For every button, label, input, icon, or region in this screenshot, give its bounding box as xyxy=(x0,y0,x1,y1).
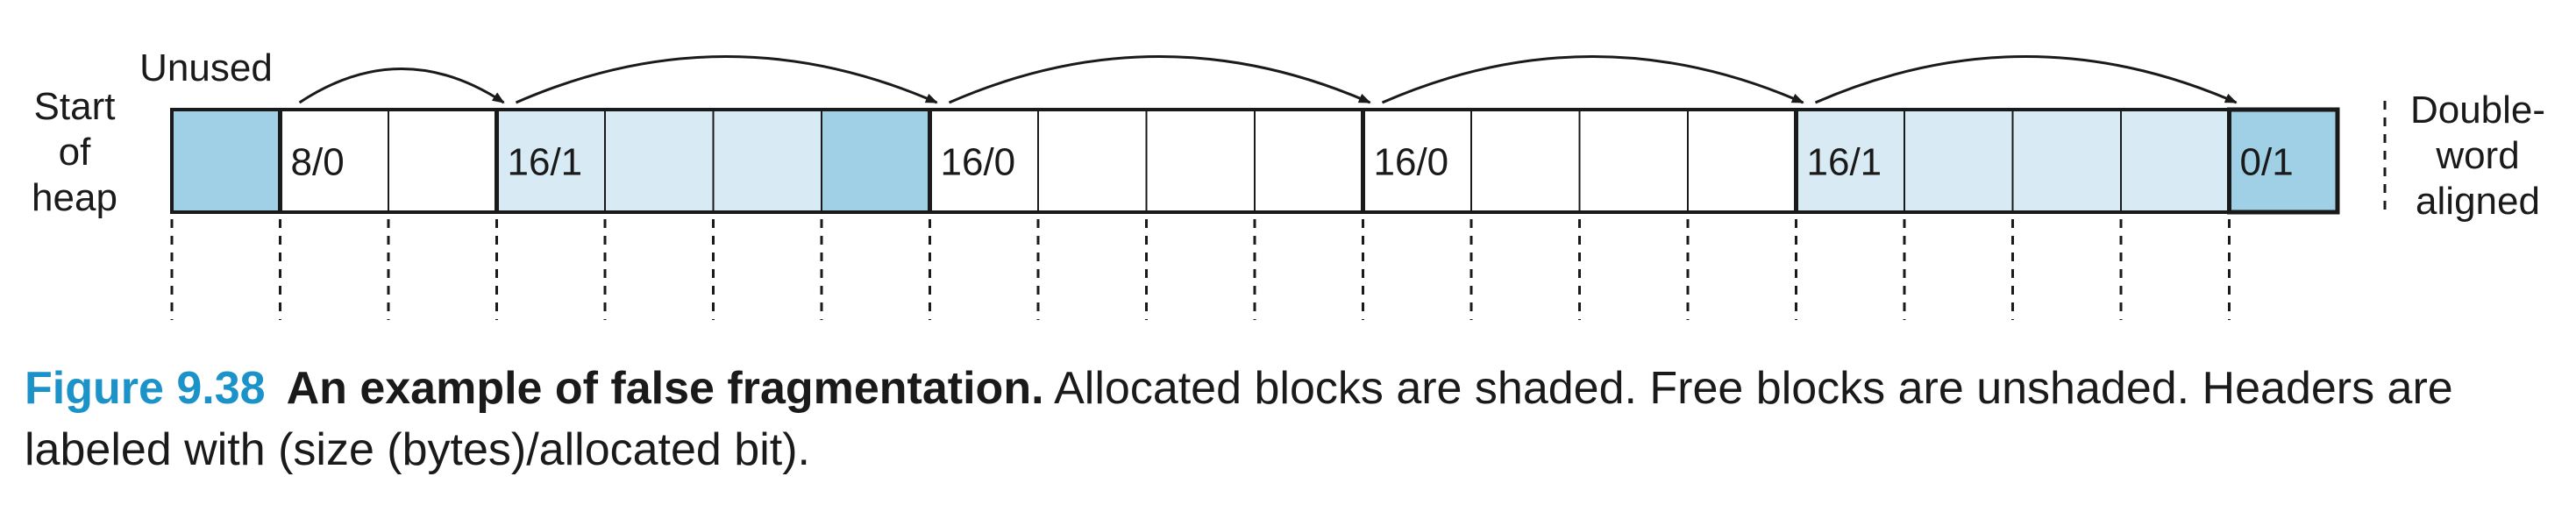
heap-words xyxy=(171,109,2338,213)
start-of-heap-label: Start of heap xyxy=(32,85,117,219)
header-label: 16/0 xyxy=(1374,141,1449,184)
block-arrows xyxy=(298,55,2238,104)
next-block-arrow xyxy=(515,55,938,104)
header-label: 8/0 xyxy=(291,141,345,184)
heap-word-header xyxy=(1362,109,1472,213)
figure-description: Allocated blocks are shaded. Free blocks… xyxy=(25,363,2453,475)
epilogue-block xyxy=(2227,107,2340,215)
header-label: 0/1 xyxy=(2240,141,2294,184)
header-label: 16/1 xyxy=(508,141,583,184)
heap-word-unused xyxy=(171,109,281,213)
heap-word-payload xyxy=(2120,109,2231,213)
figure-number: Figure 9.38 xyxy=(25,363,266,414)
heap-word-payload xyxy=(604,109,715,213)
next-block-arrow xyxy=(298,68,505,104)
heap-word-padding xyxy=(821,109,931,213)
next-block-arrow xyxy=(1381,55,1804,104)
header-label: 16/0 xyxy=(941,141,1016,184)
heap-word-payload xyxy=(1904,109,2014,213)
header-labels: 8/0 16/1 16/0 16/0 16/1 0/1 xyxy=(291,141,2294,184)
heap-word-payload xyxy=(712,109,822,213)
heap-word-payload xyxy=(1578,109,1689,213)
heap-diagram: 8/0 16/1 16/0 16/0 16/1 0/1 xyxy=(170,55,2387,320)
block-boundaries xyxy=(170,107,2340,320)
heap-word-payload xyxy=(1687,109,1797,213)
next-block-arrow xyxy=(1814,55,2238,104)
heap-word-payload xyxy=(2011,109,2122,213)
next-block-arrow xyxy=(948,55,1371,104)
heap-word-payload xyxy=(1470,109,1581,213)
heap-word-payload xyxy=(1037,109,1148,213)
heap-word-payload xyxy=(1145,109,1256,213)
double-word-aligned-label: Double- word aligned xyxy=(2409,89,2546,223)
figure-title: An example of false fragmentation. xyxy=(286,363,1044,414)
heap-word-payload xyxy=(1254,109,1364,213)
unused-label: Unused xyxy=(139,46,273,89)
heap-word-epilogue xyxy=(2228,109,2338,213)
figure-caption: Figure 9.38 An example of false fragmenta… xyxy=(25,358,2558,480)
header-label: 16/1 xyxy=(1807,141,1882,184)
heap-word-payload xyxy=(388,109,498,213)
heap-word-header xyxy=(279,109,389,213)
